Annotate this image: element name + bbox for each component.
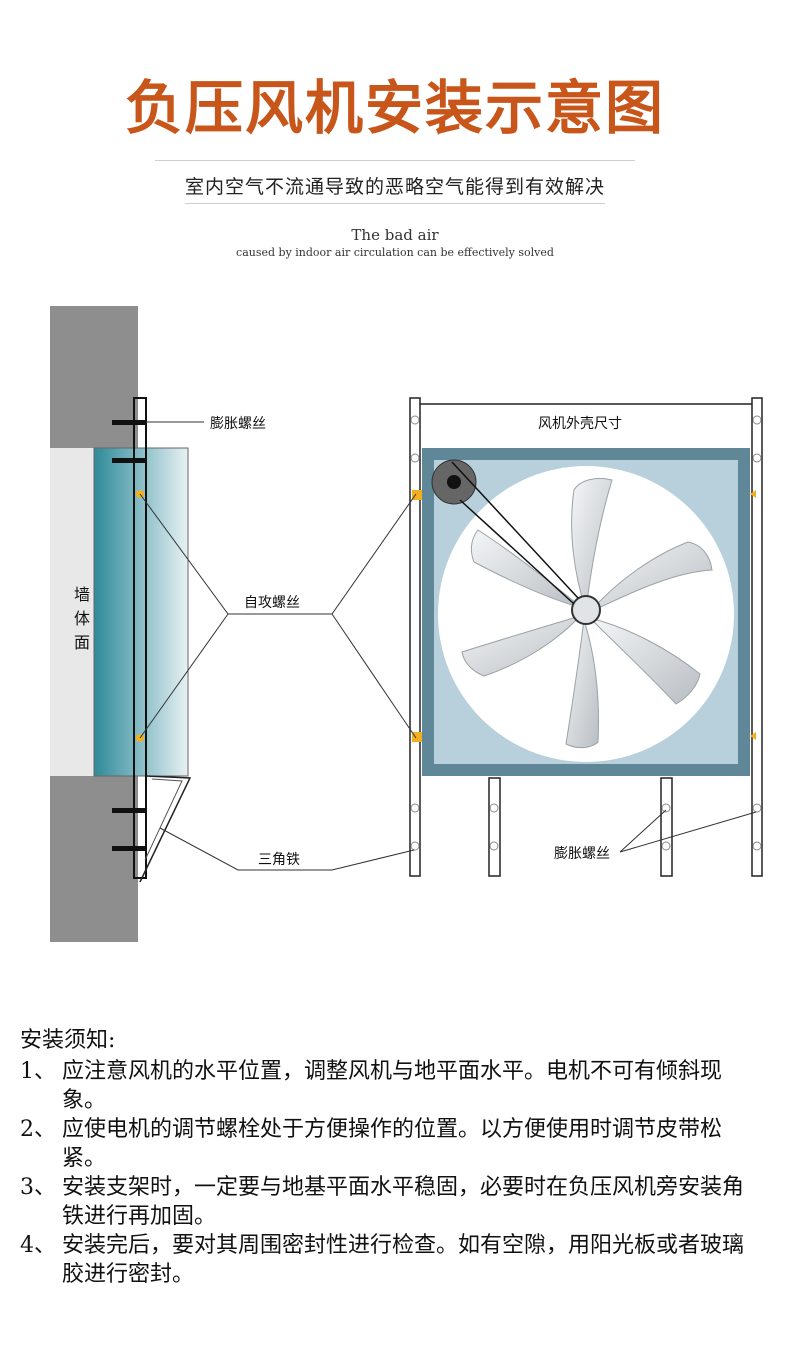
label-expansion-screw-top: 膨胀螺丝 [210, 415, 266, 432]
leader-line [619, 811, 757, 853]
note-item: 4、 安装完后，要对其周围密封性进行检查。如有空隙，用阳光板或者玻璃胶进行密封。 [20, 1231, 760, 1289]
fan-side-body [93, 447, 189, 777]
mounting-rail [133, 397, 147, 879]
note-item: 2、 应使电机的调节螺栓处于方便操作的位置。以方便使用时调节皮带松紧。 [20, 1115, 760, 1173]
fan-blade [589, 541, 713, 613]
subtitle: 室内空气不流通导致的恶略空气能得到有效解决 [184, 176, 605, 198]
leader-lines [139, 493, 757, 871]
fan-hub [571, 595, 601, 625]
fan-blade [588, 617, 701, 705]
front-view [409, 397, 763, 877]
title-divider [155, 160, 635, 161]
note-text: 应使电机的调节螺栓处于方便操作的位置。以方便使用时调节皮带松紧。 [62, 1117, 723, 1171]
label-expansion-screw-bottom: 膨胀螺丝 [554, 845, 610, 862]
english-subtitle: caused by indoor air circulation can be … [236, 246, 554, 259]
left-post [409, 397, 421, 877]
subtitle-divider [185, 203, 605, 204]
drive-belt [451, 461, 579, 599]
label-wall-char: 体 [74, 609, 90, 628]
note-text: 应注意风机的水平位置，调整风机与地平面水平。电机不可有倾斜现象。 [62, 1059, 723, 1113]
english-title: The bad air [351, 226, 439, 244]
notes-heading: 安装须知: [20, 1028, 116, 1053]
wall-upper [50, 306, 138, 448]
note-item: 3、 安装支架时，一定要与地基平面水平稳固，必要时在负压风机旁安装角铁进行再加固… [20, 1173, 760, 1231]
note-text: 安装支架时，一定要与地基平面水平稳固，必要时在负压风机旁安装角铁进行再加固。 [62, 1175, 745, 1229]
expansion-screw-bolt [112, 420, 146, 425]
fan-blade [470, 529, 583, 609]
expansion-screw-bolt [112, 846, 146, 851]
note-number: 1、 [20, 1059, 56, 1084]
installation-diagram: 膨胀螺丝 自攻螺丝 墙 体 面 风机外壳尺寸 三角铁 膨胀螺丝 [50, 306, 763, 942]
self-tapping-screw-marker [412, 490, 422, 500]
note-item: 1、 应注意风机的水平位置，调整风机与地平面水平。电机不可有倾斜现象。 [20, 1057, 760, 1115]
expansion-screw-bolt [112, 808, 146, 813]
fan-blades [461, 477, 713, 749]
page-title: 负压风机安装示意图 [124, 74, 665, 142]
installation-notes: 安装须知: 1、 应注意风机的水平位置，调整风机与地平面水平。电机不可有倾斜现象… [20, 1026, 760, 1289]
angle-iron-bracket [139, 775, 192, 883]
leader-line [159, 827, 415, 871]
side-view [50, 306, 204, 942]
leader-line [331, 613, 417, 739]
self-tapping-screw-marker [412, 732, 422, 742]
expansion-screw-bolt [112, 458, 146, 463]
label-wall-char: 墙 [74, 585, 90, 604]
drive-belt [459, 499, 575, 605]
fan-blade [571, 477, 613, 611]
fan-blade [565, 619, 599, 749]
right-post [751, 397, 763, 877]
note-number: 2、 [20, 1117, 56, 1142]
leader-line [139, 493, 417, 615]
label-fan-housing-size: 风机外壳尺寸 [538, 415, 622, 432]
leg [488, 777, 501, 877]
label-angle-iron: 三角铁 [258, 852, 300, 868]
leg [660, 777, 673, 877]
note-number: 4、 [20, 1233, 56, 1258]
note-text: 安装完后，要对其周围密封性进行检查。如有空隙，用阳光板或者玻璃胶进行密封。 [62, 1233, 745, 1287]
label-wall-char: 面 [74, 633, 90, 652]
leader-line [139, 613, 229, 739]
post-screws [410, 415, 762, 851]
leader-line [619, 809, 667, 853]
label-self-tapping-screw: 自攻螺丝 [244, 595, 300, 611]
fan-blade [461, 614, 582, 677]
note-number: 3、 [20, 1175, 56, 1200]
wall-opening [50, 448, 94, 776]
wall-lower [50, 776, 138, 942]
